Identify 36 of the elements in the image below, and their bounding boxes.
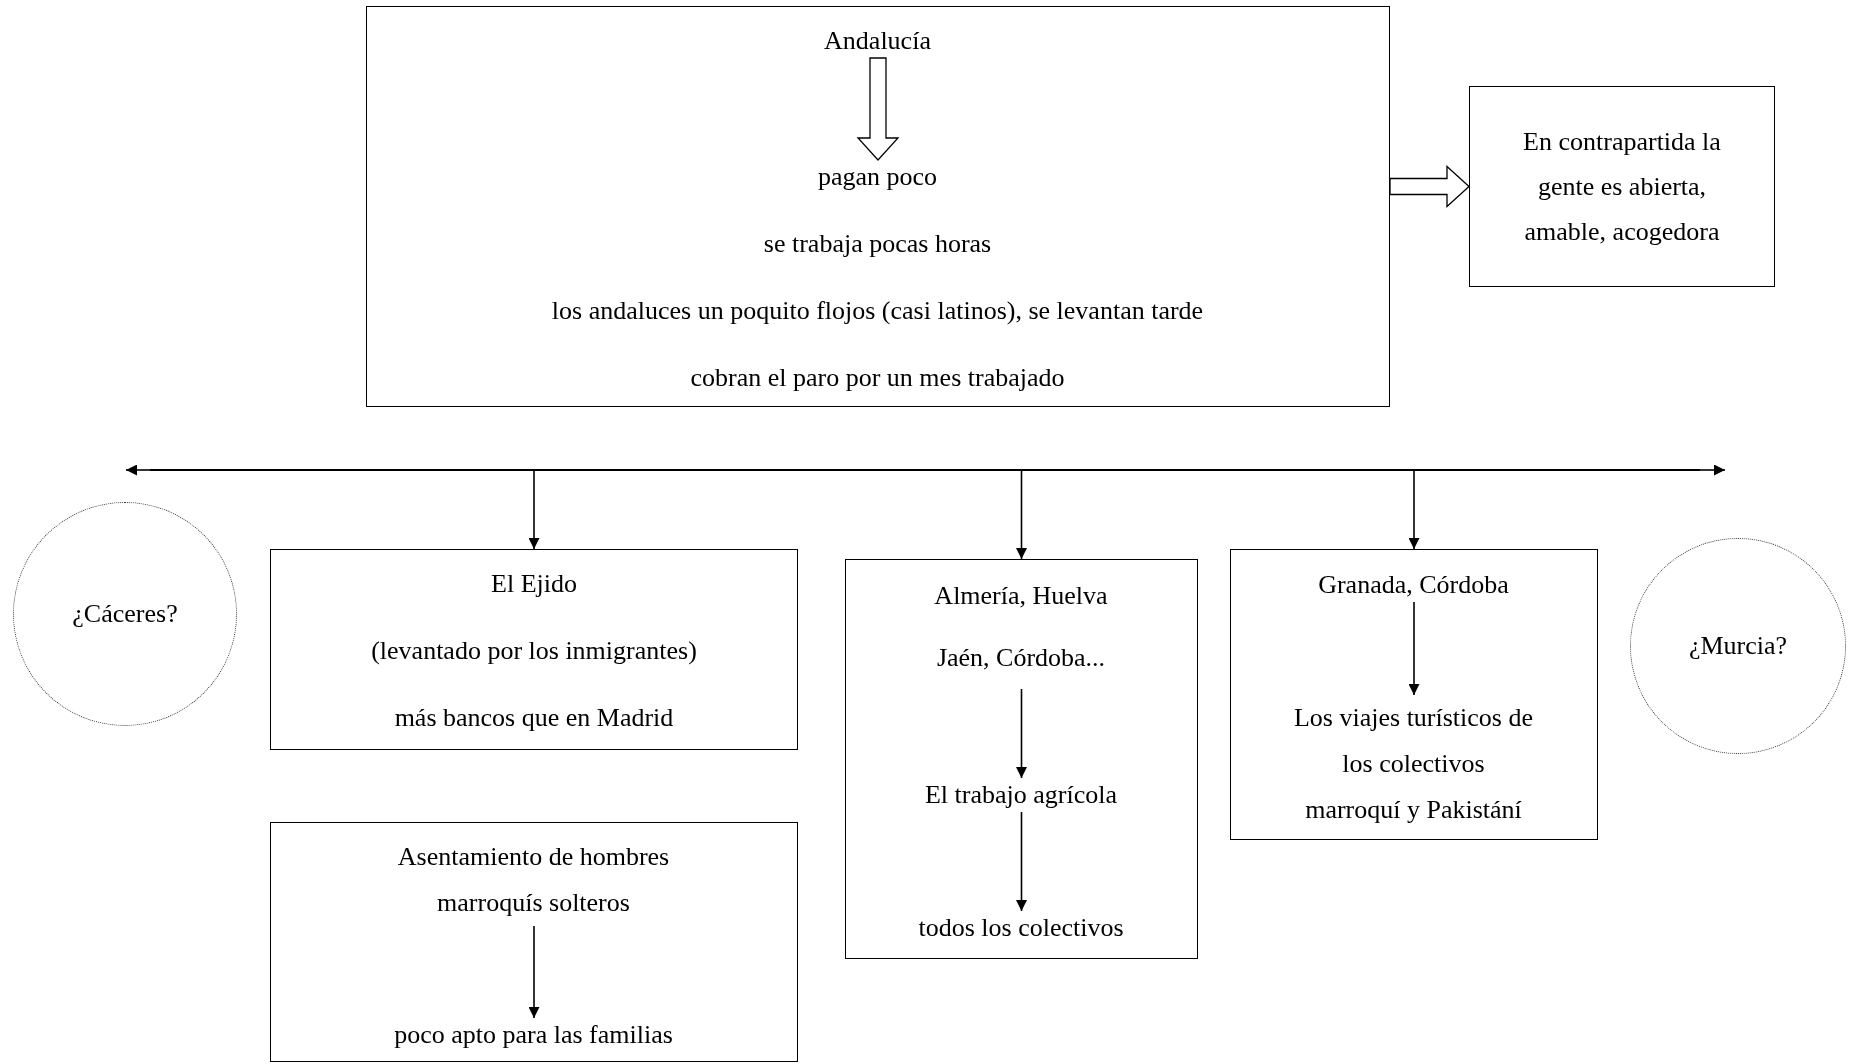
text-label: Almería, Huelva Jaén, Córdoba... [913,564,1129,689]
arrow [1016,469,1027,560]
arrow [528,469,540,550]
arrow [1699,464,1726,476]
list-item-text: cobran el paro por un mes trabajado [690,361,1065,394]
text-label: Los viajes turísticos de los colectivos marroquí y Pakistání [1291,694,1536,833]
circle-text: ¿Murcia? [1688,630,1788,662]
text-box [270,822,798,1062]
arrow [1016,688,1027,779]
box-text: El Ejido [491,568,577,600]
block-arrow [856,57,900,161]
text-label: todos los colectivos [869,910,1173,945]
arrow [1408,601,1420,696]
text-box [1469,86,1775,287]
text-box [366,6,1390,407]
text-label: Granada, Córdoba [1299,567,1528,602]
circle-text: ¿Cáceres? [72,598,178,630]
text-label: poco apto para las familias [299,1017,768,1052]
text-box [270,549,798,750]
text-label: El trabajo agrícola [879,777,1163,812]
text-box [1230,549,1598,840]
box-text: En contrapartida la gente es abierta, amable, acogedora [1522,126,1722,248]
list-item-text: se trabaja pocas horas [763,227,992,260]
arrow [1408,469,1420,550]
text-box [845,559,1198,959]
arrow [125,464,151,476]
list-item-text: pagan poco [817,160,938,193]
arrow [1016,811,1027,912]
text-label: Andalucía [799,23,956,58]
block-arrow [1389,165,1470,208]
box-text: (levantado por los inmigrantes) [371,635,697,667]
horizontal-line [150,469,1700,471]
arrow [528,925,540,1019]
box-text: más bancos que en Madrid [394,702,674,734]
text-label: Asentamiento de hombres marroquís solteros [368,833,699,926]
list-item-text: los andaluces un poquito flojos (casi latinos), se levantan tarde [551,294,1204,327]
